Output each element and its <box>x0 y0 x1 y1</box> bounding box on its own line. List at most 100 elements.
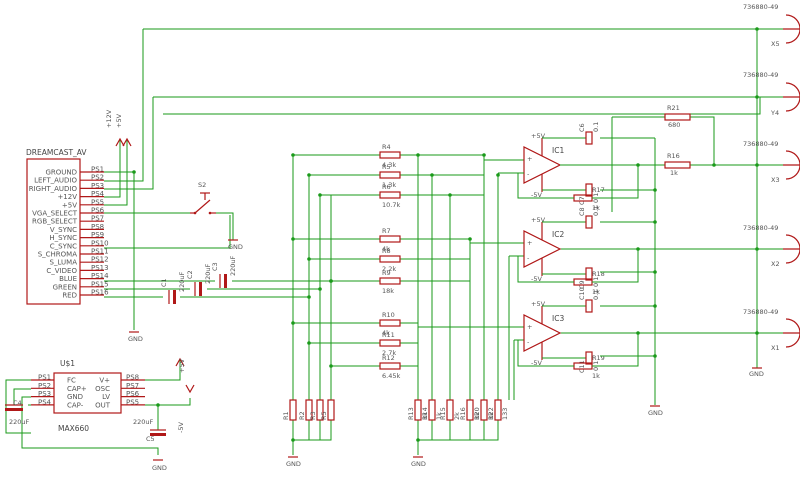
svg-text:C4: C4 <box>13 399 22 407</box>
vertical-resistor: R1 <box>282 399 297 421</box>
svg-text:GND: GND <box>749 370 764 378</box>
connector-x1: 736880-49 X1 <box>560 308 800 352</box>
resistor-value: 1.3k <box>382 181 396 189</box>
series-resistors: R44.3kR51.3kR610.7kR74kR82.2kR918kR104kR… <box>379 143 401 380</box>
series-resistor: R44.3k <box>379 143 401 169</box>
max660-chip: U$1 MAX660 FCPS1CAP+PS2GNDPS3CAP-PS4V+PS… <box>31 359 145 433</box>
resistor-ref: R10 <box>382 311 395 319</box>
pin-number: PS12 <box>91 256 109 264</box>
pin-number: PS14 <box>91 272 109 280</box>
cap-value: 220uF <box>229 255 237 276</box>
resistor-ref: R9 <box>382 269 391 277</box>
connector-x2: 736880-49 X2 <box>560 224 800 268</box>
pin-number: PS15 <box>91 280 109 288</box>
cap-ref: C2 <box>186 270 194 279</box>
pin-name: CAP- <box>67 401 84 409</box>
supply-label: -5V <box>531 191 542 199</box>
max660-wires: +5V -5V GND <box>5 357 195 472</box>
resistor-value: 1k <box>473 412 481 420</box>
pin-name: C_SYNC <box>50 242 77 250</box>
junction-dots <box>132 27 759 442</box>
resistor-ref: R17 <box>592 186 605 194</box>
connector-part-label: 736880-49 <box>743 3 778 11</box>
pin-number: PS1 <box>38 374 51 382</box>
max660-pin: CAP+PS2 <box>31 382 87 393</box>
component-part: MAX660 <box>58 424 89 433</box>
series-resistor: R82.2k <box>379 247 401 273</box>
svg-text:S2: S2 <box>198 181 206 189</box>
resistor-value: 1k <box>592 372 600 380</box>
resistor-value: 1k <box>592 204 600 212</box>
pin-number: PS2 <box>38 382 51 390</box>
svg-text:+5V: +5V <box>115 113 123 128</box>
dreamcast-pin: C_VIDEO PS13 <box>46 264 108 275</box>
svg-text:220uF: 220uF <box>133 418 154 426</box>
pin-number: PS4 <box>91 190 105 198</box>
pin-number: PS3 <box>91 182 104 190</box>
pin-name: V_SYNC <box>50 226 77 234</box>
connector-x5: 736880-49 X5 <box>143 3 800 48</box>
resistor-value: 18k <box>382 287 394 295</box>
pin-number: PS7 <box>91 215 104 223</box>
pin-name: RIGHT_AUDIO <box>29 185 78 193</box>
resistor-value: 4k <box>382 245 390 253</box>
component-ref: U$1 <box>60 359 75 368</box>
switch-s2: S2 GND <box>190 181 243 251</box>
connector-label: X2 <box>771 260 780 268</box>
pin-number: PS13 <box>91 264 109 272</box>
svg-text:680: 680 <box>668 121 680 129</box>
connector-part-label: 736880-49 <box>743 224 778 232</box>
connector-label: X3 <box>771 176 780 184</box>
resistor-ref: R6 <box>382 183 391 191</box>
pin-name: VGA_SELECT <box>32 210 78 218</box>
resistor-ref: R22 <box>487 407 495 420</box>
pin-name: C_VIDEO <box>46 267 77 275</box>
resistor-ref: R7 <box>382 227 391 235</box>
resistor-value: 1k <box>487 412 495 420</box>
resistor-ref: R12 <box>382 354 395 362</box>
pin-number: PS6 <box>91 207 105 215</box>
pin-name: V+ <box>99 377 110 385</box>
svg-text:GND: GND <box>228 243 243 251</box>
svg-text:220uF: 220uF <box>9 418 30 426</box>
supply-label: -5V <box>531 275 542 283</box>
pin-name: S_CHROMA <box>38 251 78 259</box>
resistor-r21: R21 680 <box>664 104 691 129</box>
cap-ref: C1 <box>160 278 168 287</box>
pin-number: PS9 <box>91 231 104 239</box>
resistor-ref: R18 <box>592 270 605 278</box>
opamp-ref: IC2 <box>552 230 564 239</box>
dreamcast-pin: VGA_SELECT PS6 <box>32 207 105 218</box>
pin-name: GROUND <box>45 169 77 177</box>
cap-value: 0.1 <box>592 290 600 300</box>
pin-name: OSC <box>95 385 110 393</box>
pin-number: PS8 <box>91 223 104 231</box>
pin-name: +5V <box>62 201 77 209</box>
cap-value: 0.1 <box>592 122 600 132</box>
connector-x3: 736880-49 X3 <box>690 140 800 184</box>
cap-ref: C8 <box>578 207 586 216</box>
resistor-value: 2.7k <box>382 349 396 357</box>
resistor-ref: R11 <box>382 331 395 339</box>
resistor-value: 1k <box>592 288 600 296</box>
pin-number: PS1 <box>91 166 104 174</box>
dreamcast-pin: V_SYNC PS8 <box>50 223 104 234</box>
pin-number: PS10 <box>91 239 109 247</box>
connector-y4: 736880-49 Y4 <box>153 71 800 117</box>
